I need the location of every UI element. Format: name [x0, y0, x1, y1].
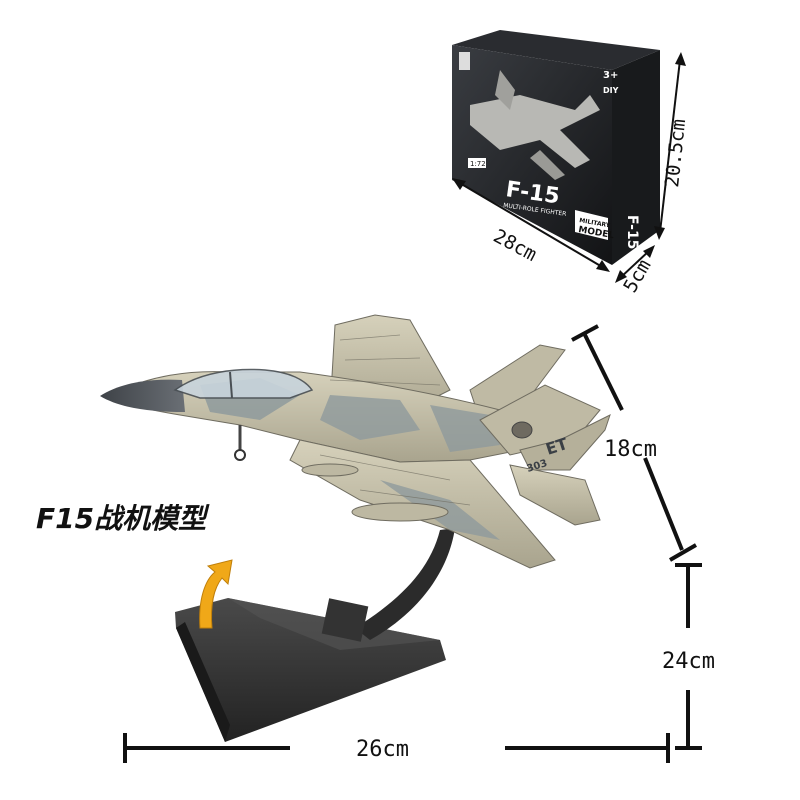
box-jet-image	[470, 70, 600, 180]
box-side-text: F-15	[624, 215, 640, 249]
box-scale: 1:72	[470, 160, 486, 168]
box-top	[452, 30, 660, 70]
plane-fuel-tank	[351, 502, 449, 522]
plane-height-label: 18cm	[604, 437, 657, 462]
box-age: 3+	[603, 70, 618, 81]
box-diy: DIY	[603, 86, 619, 95]
product-dimension-lines	[123, 324, 702, 763]
box-length-label: 28cm	[490, 225, 541, 266]
plane-near-stabilizer	[509, 464, 601, 526]
plane-nose	[100, 379, 185, 412]
box-side	[612, 50, 660, 265]
rotate-arrow-icon	[199, 559, 233, 629]
length-label: 26cm	[356, 737, 409, 762]
product-box: 3+ DIY 1:72 F-15 MULTI-ROLE FIGHTER MILI…	[452, 30, 660, 265]
stand-arm	[355, 528, 455, 640]
box-depth-label: 5cm	[619, 256, 655, 297]
box-dimension-lines	[452, 52, 686, 283]
stand-height-label: 24cm	[662, 649, 715, 674]
box-logo	[459, 52, 470, 70]
stand-clip	[321, 598, 369, 642]
display-stand	[175, 528, 455, 742]
box-height-label: 20.5cm	[661, 118, 690, 189]
box-scale-badge	[468, 158, 486, 168]
f15-model: ET 303	[100, 314, 611, 569]
plane-canopy	[173, 368, 314, 399]
product-title: F15战机模型	[36, 502, 210, 535]
box-badge	[575, 210, 608, 240]
box-front	[452, 45, 612, 265]
